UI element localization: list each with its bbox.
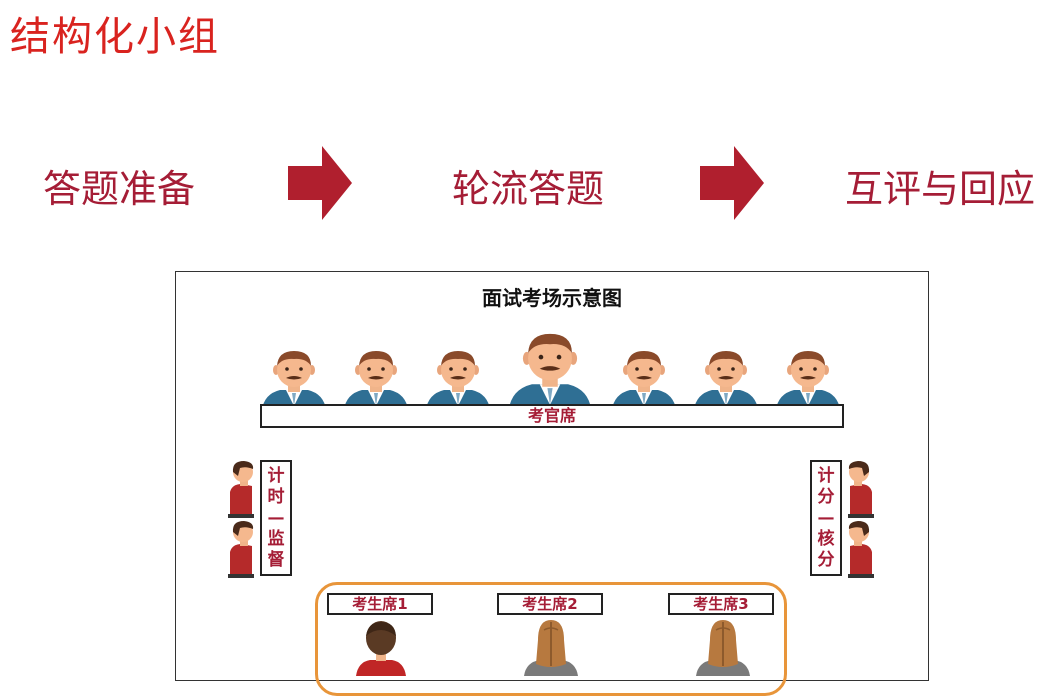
label-char: 督 — [267, 550, 285, 571]
step-label-prepare: 答题准备 — [43, 167, 196, 211]
examiner-icon — [426, 351, 490, 410]
step-label-answer: 轮流答题 — [452, 167, 605, 211]
staff-icon — [228, 461, 254, 518]
examiner-icon — [344, 351, 408, 410]
seat-label-2: 考生席2 — [497, 593, 603, 615]
label-char: 核 — [817, 529, 835, 550]
label-char: 分 — [817, 486, 835, 507]
label-char: 计 — [817, 465, 835, 486]
scorer-label: 计 分 — 核 分 — [810, 460, 842, 576]
candidate-icon — [523, 619, 579, 676]
candidate-area — [315, 582, 787, 696]
examiner-icon — [694, 351, 758, 410]
label-char: 分 — [817, 550, 835, 571]
right-arrow-icon — [700, 146, 764, 220]
candidate-icon — [356, 621, 406, 676]
step-label-review: 互评与回应 — [845, 167, 1036, 211]
examiner-icon — [612, 351, 676, 410]
staff-icon — [848, 461, 874, 518]
diagram-title: 面试考场示意图 — [482, 286, 622, 310]
label-char: 计 — [267, 465, 285, 486]
right-arrow-icon — [288, 146, 352, 220]
candidate-icon — [695, 619, 751, 676]
staff-icon — [228, 521, 254, 578]
timekeeper-label: 计 时 — 监 督 — [260, 460, 292, 576]
chief-examiner-icon — [508, 333, 592, 410]
examiner-icon — [262, 351, 326, 410]
slide-title: 结构化小组 — [10, 14, 220, 60]
examiner-icon — [776, 351, 840, 410]
seat-label-1: 考生席1 — [327, 593, 433, 615]
examiner-table: 考官席 — [260, 404, 844, 428]
staff-icon — [848, 521, 874, 578]
seat-label-3: 考生席3 — [668, 593, 774, 615]
label-char: 时 — [267, 486, 285, 507]
label-char: 监 — [267, 529, 285, 550]
label-char: — — [267, 507, 285, 528]
label-char: — — [817, 507, 835, 528]
